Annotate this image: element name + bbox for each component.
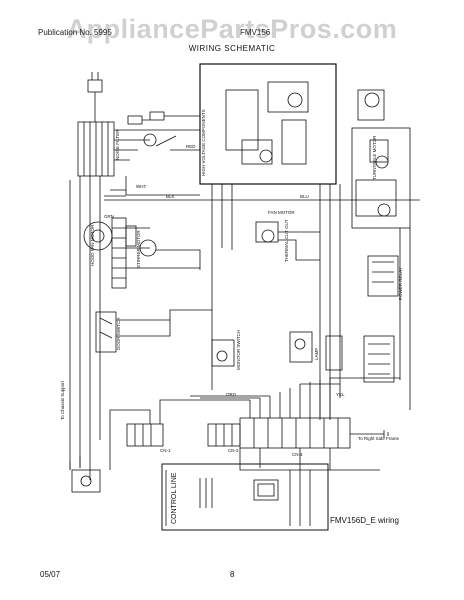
turntable-motor-label: TURNTABLE MOTOR: [372, 135, 377, 180]
wire-color-blu: BLU: [300, 194, 309, 199]
wire-color-org: ORG: [226, 392, 237, 397]
monitor-switch-label: MONITOR SWITCH: [236, 330, 241, 370]
cn3-label: CN-3: [292, 452, 303, 457]
control-panel: [161, 463, 329, 531]
cn2-label: CN-2: [228, 448, 239, 453]
footer-date: 05/07: [40, 570, 61, 579]
publication-number: Publication No. 5995: [38, 28, 112, 37]
footer-page: 8: [230, 570, 235, 579]
high-voltage-box: [199, 63, 337, 185]
power-relay-label: POWER RELAY: [398, 267, 403, 300]
fan-motor-label: FAN MOTOR: [268, 210, 295, 215]
wiring-name: FMV156D_E wiring: [330, 516, 399, 525]
lamp-label: LAMP: [314, 348, 319, 360]
wire-color-grn: GRN: [104, 214, 114, 219]
to-chassis-support-label: To Chassis Support: [60, 380, 65, 420]
noise-filter-label: NOISE FILTER: [115, 129, 120, 160]
door-switch-label: DOOR SWITCH: [116, 318, 121, 351]
thermal-cutout-label: THERMAL CUT OUT: [284, 219, 289, 262]
wire-color-wht: WHT: [136, 184, 146, 189]
cn1-label: CN-1: [160, 448, 171, 453]
wire-color-blk: BLK: [166, 194, 175, 199]
stirrer-motor-label: STIRRER MOTOR: [136, 230, 141, 268]
page-title: WIRING SCHEMATIC: [188, 44, 276, 53]
wire-color-yel: YEL: [336, 392, 345, 397]
wire-color-red: RED: [186, 144, 196, 149]
control-line-label: CONTROL LINE: [171, 472, 178, 524]
high-voltage-label: HIGH VOLTAGE COMPONENTS: [201, 109, 206, 176]
hood-fan-motor-label: HOOD FAN MOTOR: [90, 224, 95, 266]
model-number: FMV156: [240, 28, 271, 37]
to-right-side-frame-label: To Right Side Frame: [358, 436, 400, 441]
